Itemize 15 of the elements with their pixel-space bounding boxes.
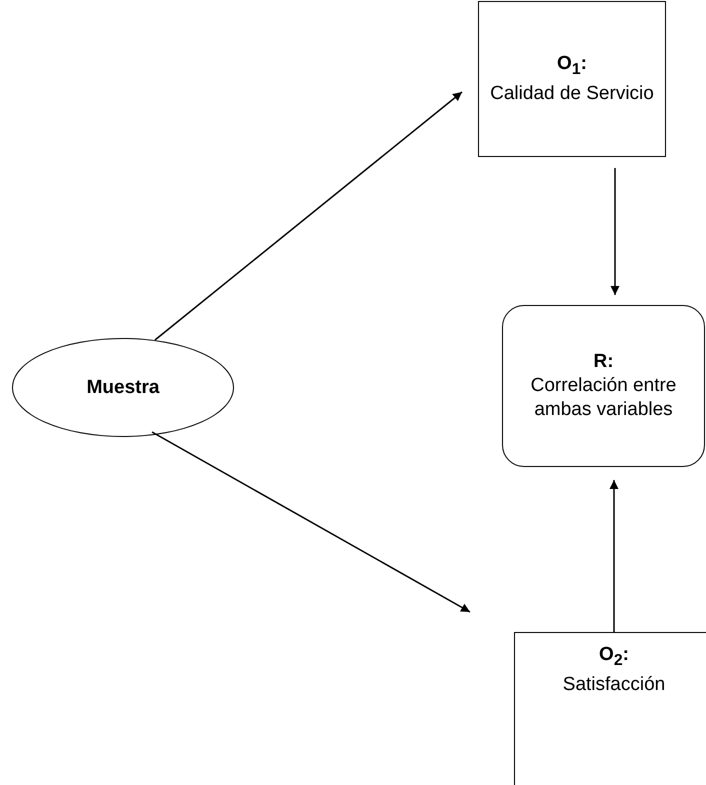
node-heading: R:: [593, 350, 614, 374]
process-box: [514, 632, 706, 785]
node-label: Calidad de Servicio: [490, 82, 654, 106]
node-label: Correlación entre ambas variables: [530, 374, 678, 422]
rounded-box: [502, 305, 705, 467]
node-heading: O$_{2}$:: [599, 643, 629, 671]
process-box: [478, 1, 666, 157]
node-label: Muestra: [86, 376, 160, 400]
arrow: [154, 91, 462, 341]
node-heading: O$_{1}$:: [557, 52, 587, 80]
arrow: [152, 431, 470, 613]
arrow: [610, 168, 620, 295]
node-label: Satisfacción: [562, 672, 666, 697]
arrow: [610, 480, 618, 632]
ellipse-node: [12, 338, 234, 437]
